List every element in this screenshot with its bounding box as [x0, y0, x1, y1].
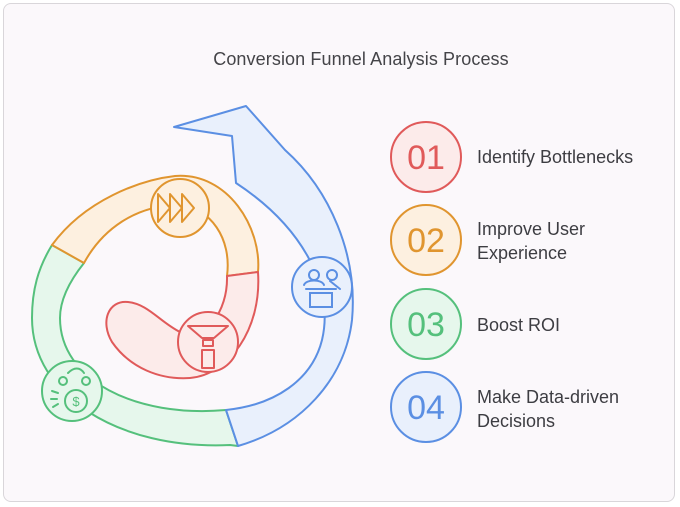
cycle-segment-improve-ux: [51, 174, 260, 277]
step-label-boost-roi: Boost ROI: [477, 315, 561, 335]
presentation-icon: [291, 256, 353, 318]
step-number-01: 01: [407, 139, 445, 177]
funnel-icon: [177, 311, 239, 373]
svg-text:$: $: [72, 394, 80, 409]
money-cycle-icon: $: [41, 360, 103, 422]
step-badge-01: 01: [390, 121, 462, 193]
step-number-03: 03: [407, 306, 445, 344]
step-label-line: Decisions: [477, 411, 556, 431]
diagram-title: Conversion Funnel Analysis Process: [213, 49, 509, 69]
step-number-02: 02: [407, 222, 445, 260]
step-label-identify-bottlenecks: Identify Bottlenecks: [477, 147, 634, 167]
step-number-04: 04: [407, 389, 445, 427]
step-label-line: Make Data-driven: [477, 387, 620, 407]
step-label-improve-ux: Improve User Experience: [477, 217, 585, 265]
step-badge-02: 02: [390, 204, 462, 276]
step-badge-03: 03: [390, 288, 462, 360]
step-badge-04: 04: [390, 371, 462, 443]
step-label-line: Improve User: [477, 219, 586, 239]
cycle-arrow-data-driven: [173, 105, 354, 447]
fast-forward-icon: [150, 178, 210, 238]
step-label-line: Experience: [477, 243, 568, 263]
step-label-data-driven: Make Data-driven Decisions: [477, 385, 619, 433]
